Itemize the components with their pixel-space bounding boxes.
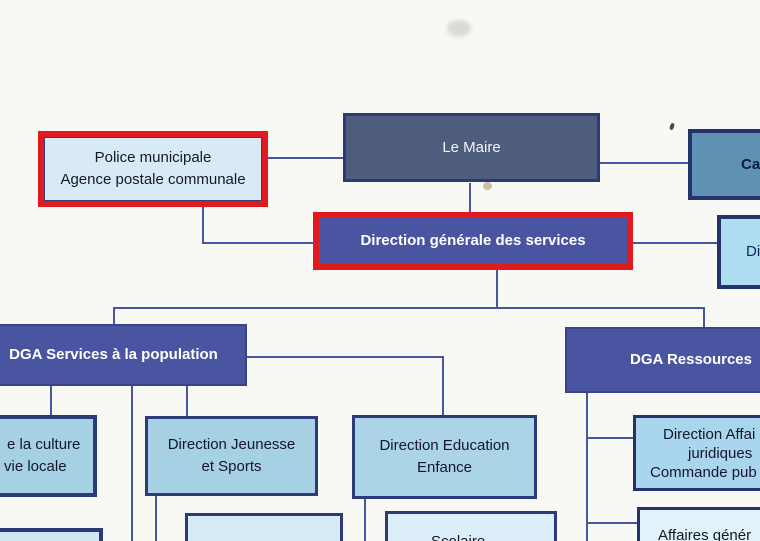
- connector-maire-cabinet: [600, 162, 688, 164]
- affaires-juridiques-line2: juridiques: [688, 444, 753, 462]
- connector-dgs-direction-right: [633, 242, 717, 244]
- org-node-below-jeunesse-partial: [185, 513, 343, 541]
- org-node-le-maire: Le Maire: [343, 113, 600, 182]
- org-node-police-municipale-body: Police municipale Agence postale communa…: [44, 137, 262, 201]
- connector-trunk-dga-population: [113, 307, 115, 325]
- connector-below-jeunesse: [155, 496, 157, 541]
- org-node-bottom-left-partial: [0, 528, 103, 541]
- connector-affaires-juridiques: [586, 437, 634, 439]
- connector-dga-pop-education-horizontal: [247, 356, 444, 358]
- connector-trunk-horizontal: [113, 307, 705, 309]
- police-label-line1: Police municipale: [94, 149, 212, 166]
- connector-dgs-trunk-drop: [496, 270, 498, 309]
- le-maire-label: Le Maire: [442, 138, 501, 156]
- police-label-line2: Agence postale communale: [60, 171, 246, 188]
- education-label-line2: Enfance: [416, 459, 473, 476]
- connector-police-dgs-horizontal: [202, 242, 313, 244]
- jeunesse-label-line1: Direction Jeunesse: [167, 436, 296, 453]
- connector-affaires-generales: [586, 522, 638, 524]
- dgs-label: Direction générale des services: [360, 232, 586, 249]
- scan-smudge-artifact: [447, 20, 471, 37]
- direction-right-label: Dir: [746, 243, 760, 260]
- org-node-culture-vie-locale-partial: e la culture vie locale: [0, 415, 97, 497]
- connector-maire-dgs: [469, 183, 471, 213]
- affaires-juridiques-line3: Commande pub: [650, 463, 757, 481]
- cabinet-label: Cab: [741, 155, 760, 173]
- culture-label-line2: vie locale: [4, 458, 67, 475]
- connector-dga-pop-long-trunk: [131, 386, 133, 541]
- org-node-affaires-generales-partial: Affaires génér: [637, 507, 760, 541]
- org-node-dga-ressources: DGA Ressources: [565, 327, 760, 393]
- affaires-juridiques-line1: Direction Affai: [663, 425, 756, 443]
- org-node-direction-right-partial: Dir: [717, 215, 760, 289]
- org-node-affaires-juridiques-partial: Direction Affai juridiques Commande pub: [633, 415, 760, 491]
- dga-ressources-label: DGA Ressources: [630, 351, 752, 368]
- org-node-dga-services-population: DGA Services à la population: [0, 324, 247, 386]
- org-node-direction-generale-services: Direction générale des services: [313, 212, 633, 270]
- org-node-direction-jeunesse-sports: Direction Jeunesse et Sports: [145, 416, 318, 496]
- jeunesse-label-line2: et Sports: [201, 458, 262, 475]
- scan-dot-artifact: [483, 182, 492, 190]
- connector-dga-pop-education-vertical: [442, 356, 444, 416]
- connector-police-dgs-vertical: [202, 207, 204, 244]
- connector-police-maire: [268, 157, 343, 159]
- connector-trunk-dga-ressources: [703, 307, 705, 328]
- connector-dga-ressources-trunk: [586, 393, 588, 541]
- connector-below-education: [364, 499, 366, 541]
- org-node-direction-education-enfance: Direction Education Enfance: [352, 415, 537, 499]
- org-node-police-municipale: Police municipale Agence postale communa…: [38, 131, 268, 207]
- connector-dga-pop-culture: [50, 386, 52, 416]
- affaires-generales-label: Affaires génér: [658, 527, 752, 541]
- scolaire-label: Scolaire: [431, 531, 554, 541]
- org-node-scolaire-partial: Scolaire: [385, 511, 557, 541]
- scan-speck-artifact: [668, 122, 676, 131]
- connector-dga-pop-jeunesse: [186, 386, 188, 417]
- org-node-cabinet-partial: Cab: [688, 129, 760, 200]
- education-label-line1: Direction Education: [379, 437, 510, 454]
- culture-label-line1: e la culture: [7, 436, 81, 453]
- dga-population-label: DGA Services à la population: [9, 346, 218, 363]
